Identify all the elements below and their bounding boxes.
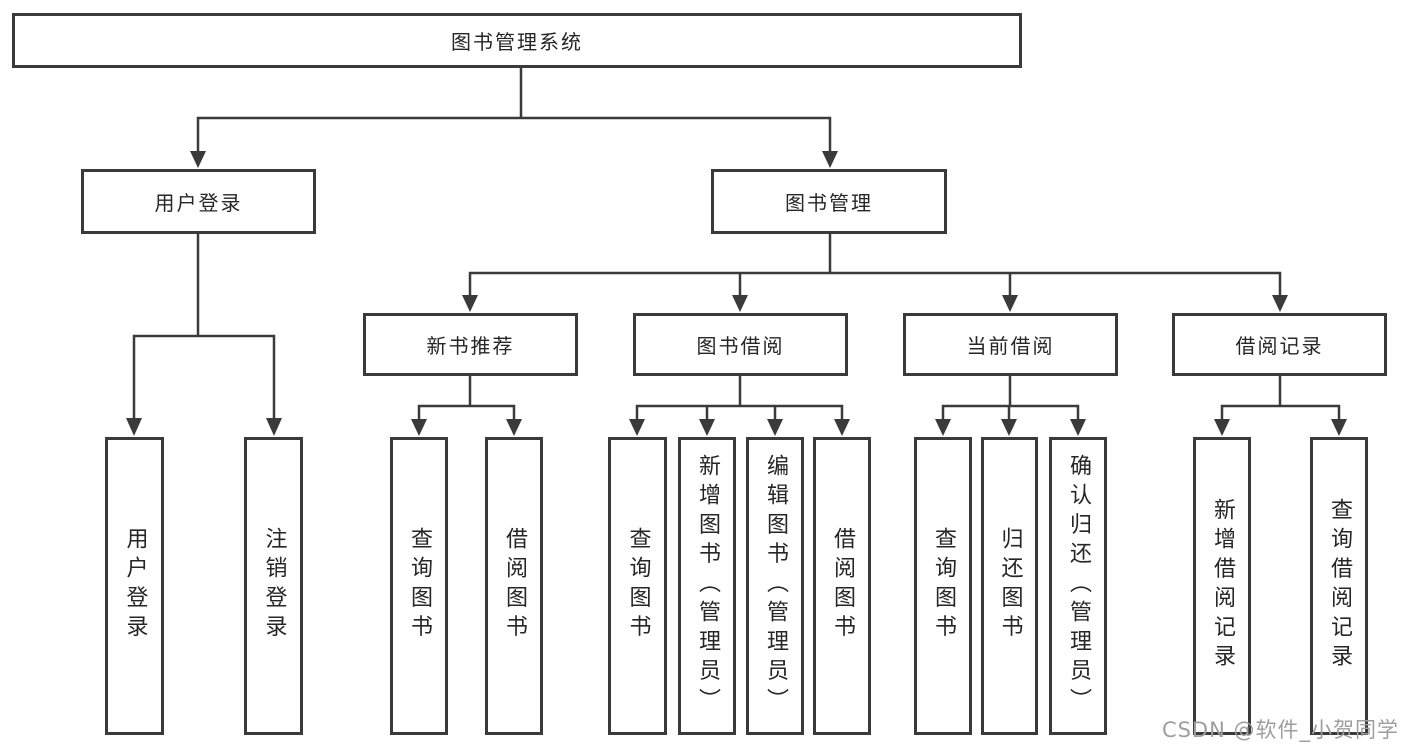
node-label: 新增图书（管理员） (695, 454, 720, 718)
node-label: 归还图书 (997, 527, 1023, 645)
node-label: 注销登录 (261, 527, 287, 645)
leaf-logout: 注销登录 (244, 437, 303, 735)
node-label: 用户登录 (122, 527, 148, 645)
node-borrowing-records: 借阅记录 (1172, 313, 1387, 376)
leaf-query-books-recommend: 查询图书 (390, 437, 448, 735)
arrowhead-icon (699, 419, 715, 436)
node-label: 借阅图书 (830, 527, 855, 645)
node-label: 编辑图书（管理员） (763, 454, 788, 718)
arrowhead-icon (1070, 419, 1086, 436)
arrowhead-icon (411, 419, 427, 436)
arrowhead-icon (1002, 295, 1018, 312)
node-library-management-system: 图书管理系统 (12, 13, 1022, 68)
node-label: 查询图书 (931, 527, 956, 645)
node-label: 查询图书 (407, 527, 432, 645)
csdn-watermark: CSDN @软件_小贺同学 (1161, 718, 1399, 742)
node-label: 新增借阅记录 (1210, 498, 1235, 674)
node-label: 借阅记录 (1235, 334, 1324, 358)
node-user-login: 用户登录 (81, 169, 316, 234)
arrowhead-icon (935, 419, 951, 436)
arrowhead-icon (1001, 419, 1017, 436)
arrowhead-icon (767, 419, 783, 436)
node-label: 借阅图书 (502, 527, 527, 645)
node-label: 图书管理 (785, 191, 873, 215)
leaf-query-borrow-record: 查询借阅记录 (1310, 437, 1368, 735)
node-label: 当前借阅 (966, 334, 1055, 358)
node-label: 用户登录 (154, 191, 243, 215)
node-book-management: 图书管理 (711, 169, 947, 234)
arrowhead-icon (822, 151, 838, 168)
arrowhead-icon (266, 418, 282, 436)
leaf-query-books-borrow: 查询图书 (608, 437, 667, 735)
node-label: 图书管理系统 (451, 30, 583, 54)
leaf-confirm-return-admin: 确认归还（管理员） (1049, 437, 1107, 735)
arrowhead-icon (834, 419, 850, 436)
leaf-user-login: 用户登录 (105, 437, 164, 735)
node-label: 确认归还（管理员） (1066, 454, 1091, 718)
node-label: 新书推荐 (426, 334, 515, 358)
node-book-borrowing: 图书借阅 (633, 313, 848, 376)
arrowhead-icon (1214, 419, 1230, 436)
arrowhead-icon (629, 419, 645, 436)
node-new-book-recommendation: 新书推荐 (363, 313, 578, 376)
arrowhead-icon (1331, 419, 1347, 436)
arrowhead-icon (190, 151, 206, 168)
arrowhead-icon (462, 295, 478, 312)
leaf-query-books-current: 查询图书 (914, 437, 972, 735)
node-label: 查询借阅记录 (1327, 498, 1352, 674)
node-label: 查询图书 (625, 527, 651, 645)
leaf-add-book-admin: 新增图书（管理员） (678, 437, 736, 735)
arrowhead-icon (506, 419, 522, 436)
node-current-borrowing: 当前借阅 (903, 313, 1118, 376)
leaf-return-books: 归还图书 (981, 437, 1038, 735)
leaf-edit-book-admin: 编辑图书（管理员） (746, 437, 804, 735)
arrowhead-icon (126, 418, 142, 436)
leaf-add-borrow-record: 新增借阅记录 (1193, 437, 1251, 735)
leaf-borrow-books-recommend: 借阅图书 (485, 437, 543, 735)
leaf-borrow-books: 借阅图书 (813, 437, 871, 735)
arrowhead-icon (732, 295, 748, 312)
node-label: 图书借阅 (696, 334, 785, 358)
arrowhead-icon (1272, 295, 1288, 312)
